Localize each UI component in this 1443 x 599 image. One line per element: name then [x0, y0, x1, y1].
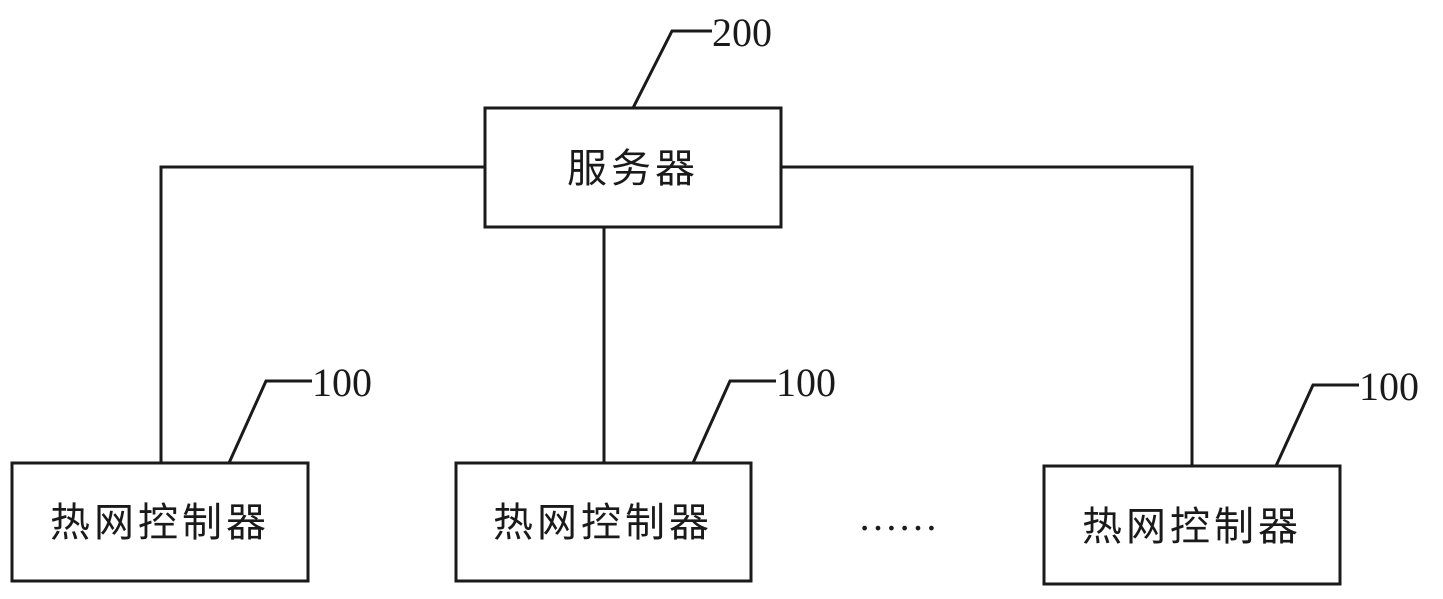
- connector-left: [159, 165, 485, 463]
- server-label: 服务器: [567, 146, 699, 192]
- controller-ref-leader-2: [691, 379, 776, 464]
- controller-ref-leader-1: [227, 379, 312, 464]
- controller-box-1: [10, 461, 310, 583]
- controller-node-2: 热网控制器 100: [454, 360, 836, 583]
- controller-ref-number-2: 100: [776, 360, 836, 405]
- controller-label-3: 热网控制器: [1082, 504, 1302, 550]
- controller-label-2: 热网控制器: [493, 500, 713, 546]
- controller-node-1: 热网控制器 100: [10, 360, 372, 583]
- connector-right: [781, 165, 1194, 466]
- controller-node-3: 热网控制器 100: [1042, 364, 1419, 586]
- controller-box-3: [1042, 464, 1342, 586]
- controller-label-1: 热网控制器: [50, 500, 270, 546]
- server-ref-number: 200: [712, 10, 772, 55]
- more-controllers-ellipsis: ……: [858, 494, 938, 539]
- controller-ref-number-3: 100: [1359, 364, 1419, 409]
- controller-box-2: [454, 461, 753, 583]
- controller-ref-number-1: 100: [312, 360, 372, 405]
- server-box: [483, 106, 783, 229]
- server-node: 服务器 200: [483, 10, 783, 229]
- server-ref-leader: [631, 29, 712, 109]
- controller-ref-leader-3: [1274, 383, 1359, 467]
